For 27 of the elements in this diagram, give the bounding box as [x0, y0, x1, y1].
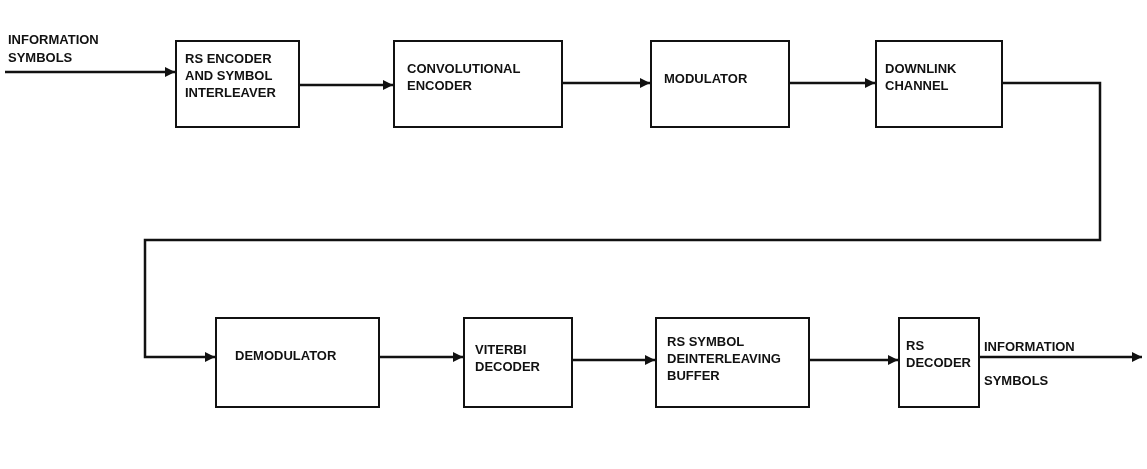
box-label: RS DECODER — [906, 337, 972, 371]
arrow — [563, 78, 650, 88]
arrow — [300, 80, 393, 90]
box-label: RS SYMBOL DEINTERLEAVING BUFFER — [667, 333, 782, 384]
box-label: DEMODULATOR — [235, 347, 338, 364]
process-box — [898, 317, 980, 408]
process-box — [875, 40, 1003, 128]
arrow — [5, 67, 175, 77]
arrow — [573, 355, 655, 365]
arrow — [790, 78, 875, 88]
arrow — [143, 81, 1102, 362]
box-label: CONVOLUTIONAL ENCODER — [407, 60, 522, 94]
box-label: VITERBI DECODER — [475, 341, 541, 375]
process-box — [215, 317, 380, 408]
process-box — [655, 317, 810, 408]
box-label: DOWNLINK CHANNEL — [885, 60, 958, 94]
edge-label: INFORMATION SYMBOLS — [984, 338, 1076, 390]
arrow — [980, 352, 1142, 362]
process-box — [650, 40, 790, 128]
box-label: MODULATOR — [664, 70, 749, 87]
arrow — [810, 355, 898, 365]
arrow — [380, 352, 463, 362]
process-box — [175, 40, 300, 128]
edge-label: INFORMATION SYMBOLS — [8, 31, 100, 67]
process-box — [463, 317, 573, 408]
process-box — [393, 40, 563, 128]
box-label: RS ENCODER AND SYMBOL INTERLEAVER — [185, 50, 277, 101]
